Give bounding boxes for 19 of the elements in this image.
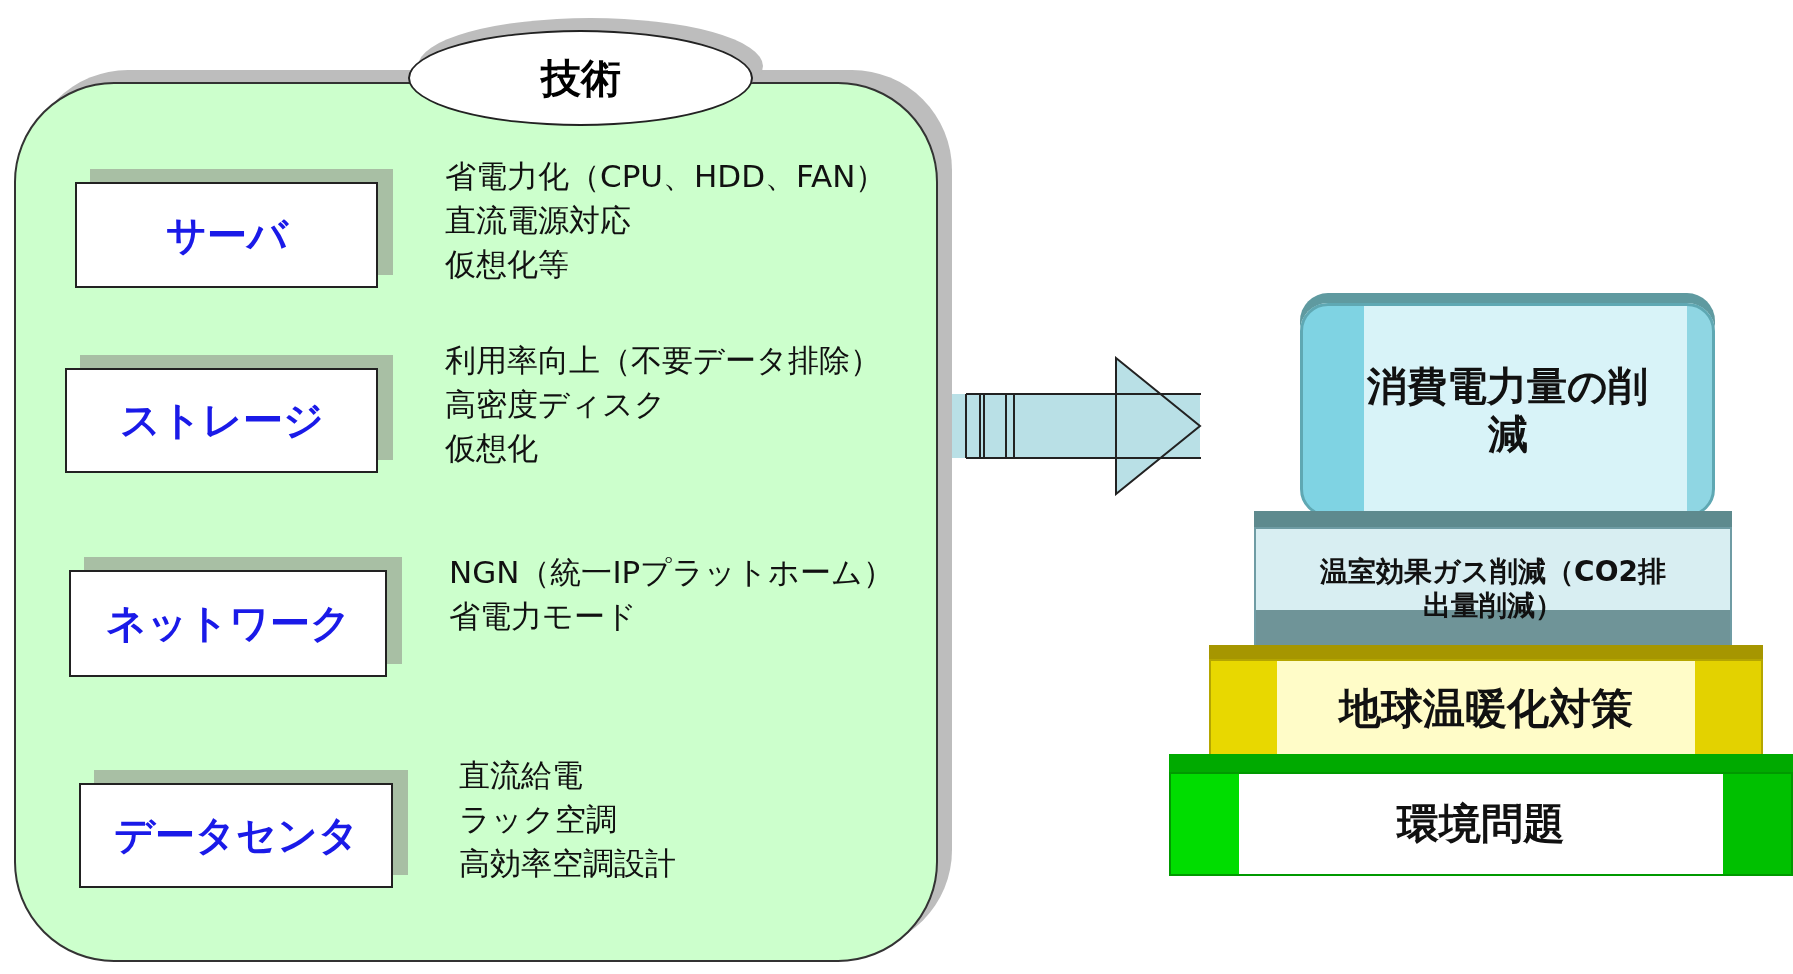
category-label: ストレージ (119, 396, 324, 445)
category-label: ネットワーク (105, 599, 351, 648)
category-label: データセンタ (113, 811, 359, 860)
description-text: 仮想化 (445, 429, 538, 468)
description-text: 省電力化（CPU、HDD、FAN） (445, 157, 887, 196)
layer-label: 地球温暖化対策 (1339, 684, 1633, 735)
layer-label: 環境問題 (1397, 798, 1565, 850)
description-text: 仮想化等 (445, 245, 569, 284)
description-text: ラック空調 (459, 800, 617, 839)
description-text: 直流給電 (459, 756, 583, 795)
description-text: 高効率空調設計 (459, 844, 676, 883)
category-label: サーバ (165, 210, 288, 260)
description-text: 直流電源対応 (445, 201, 631, 240)
description-text: 省電力モード (449, 597, 637, 636)
layer-label: 消費電力量の削減 (1366, 362, 1649, 458)
description-text: NGN（統一IPプラットホーム） (449, 553, 895, 592)
description-text: 高密度ディスク (445, 385, 666, 424)
description-text: 利用率向上（不要データ排除） (445, 341, 881, 380)
layer-label: 温室効果ガス削減（CO2排出量削減） (1319, 554, 1667, 623)
